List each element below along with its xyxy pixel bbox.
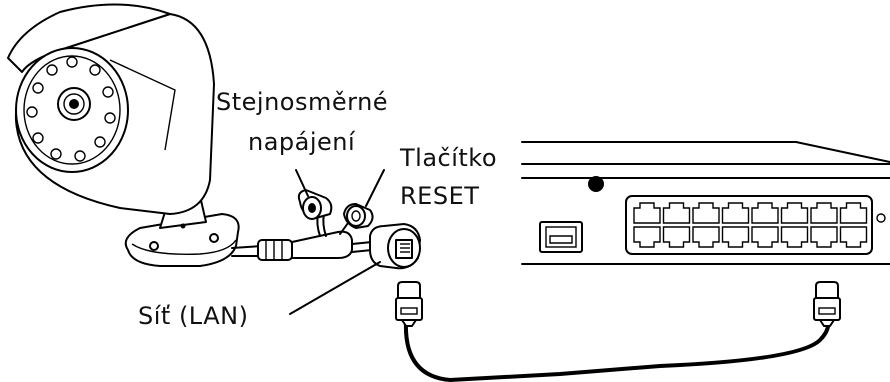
switch-port	[810, 226, 838, 248]
switch-port	[721, 226, 750, 248]
ir-leds	[26, 56, 116, 162]
camera-sunshield	[7, 3, 171, 73]
label-dc-power-line1: Stejnosměrné	[216, 88, 389, 116]
switch-port	[839, 226, 868, 248]
switch-port	[721, 202, 750, 224]
dc-power-jack	[297, 189, 333, 220]
switch-port-panel	[625, 195, 873, 255]
pointer-reset	[365, 169, 385, 207]
switch-port	[780, 226, 809, 248]
camera-pigtail-cable	[231, 213, 373, 261]
camera-lan-port	[369, 223, 421, 270]
switch-port	[751, 226, 779, 248]
label-dc-power-line2: napájení	[248, 128, 356, 156]
pointer-dc-power	[295, 169, 309, 197]
switch-uplink-port	[539, 221, 583, 253]
switch-port	[662, 226, 691, 248]
switch-port	[839, 202, 868, 224]
label-reset-line2: RESET	[400, 182, 480, 210]
switch-port	[751, 202, 779, 224]
switch-port	[780, 202, 809, 224]
switch-port	[692, 202, 720, 224]
switch-port	[810, 202, 838, 224]
reset-button	[343, 203, 374, 229]
camera-lens	[57, 87, 91, 121]
label-reset-line1: Tlačítko	[400, 144, 498, 172]
label-lan: Síť (LAN)	[138, 302, 249, 330]
rj45-plug-right	[813, 281, 841, 327]
switch-port	[692, 226, 720, 248]
ethernet-patch-cable	[395, 281, 841, 382]
rj45-plug-left	[395, 281, 423, 327]
network-switch	[521, 141, 890, 265]
bullet-camera	[7, 3, 240, 267]
switch-port	[662, 202, 691, 224]
status-led	[588, 176, 604, 192]
switch-port	[633, 226, 661, 248]
pointer-lan	[289, 261, 381, 315]
switch-port	[633, 202, 661, 224]
